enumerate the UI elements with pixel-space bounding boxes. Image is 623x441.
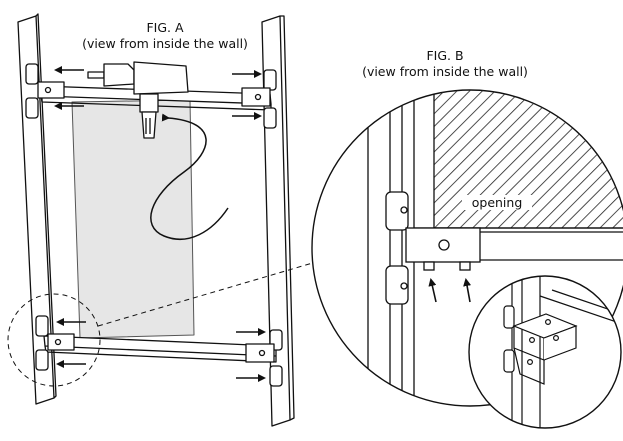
frame-panel [71, 99, 195, 339]
bracket-bottom-left [35, 315, 75, 371]
figure-a-title: FIG. A [146, 20, 184, 35]
bottom-rail [43, 335, 277, 363]
bracket-top-left [25, 63, 65, 119]
figure-b-title: FIG. B [426, 48, 464, 63]
direction-arrows [54, 66, 266, 382]
arrow [428, 278, 437, 303]
figure-a-subtitle: (view from inside the wall) [82, 36, 248, 51]
figure-b-subtitle: (view from inside the wall) [362, 64, 528, 79]
figure-a [7, 13, 317, 427]
inset-detail [503, 276, 621, 428]
drill-icon [87, 61, 189, 139]
drill-cord [150, 113, 229, 240]
bracket-top-right [241, 69, 277, 129]
callout-leader [97, 261, 317, 327]
detail-callout-circle [7, 293, 101, 387]
opening-label: opening [462, 195, 532, 210]
bracket-bottom-right [245, 329, 283, 387]
arrow [463, 278, 472, 303]
